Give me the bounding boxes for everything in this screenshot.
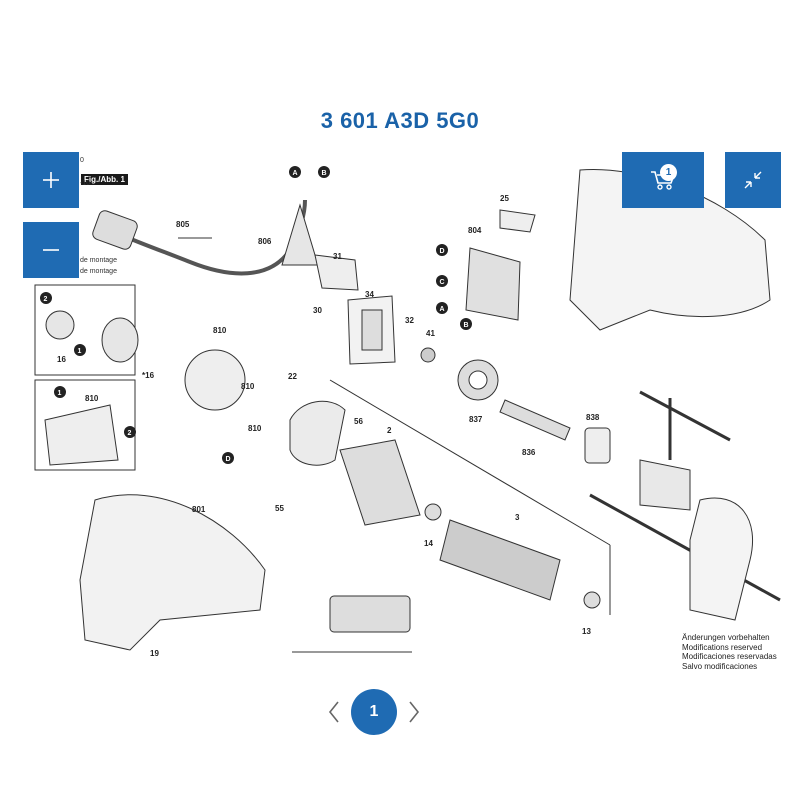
part-number: 32: [405, 316, 414, 325]
part-number: 31: [333, 252, 342, 261]
callout-letter: 2: [44, 296, 48, 303]
callout-letter: 2: [128, 430, 132, 437]
part-number: 19: [150, 649, 159, 658]
zoom-in-button[interactable]: [23, 152, 79, 208]
part-number: 810: [85, 394, 99, 403]
page-number-button[interactable]: 1: [351, 689, 397, 735]
part-number: 806: [258, 237, 272, 246]
part-number: 13: [582, 627, 591, 636]
collapse-icon: [744, 171, 762, 189]
previous-page-button[interactable]: [324, 698, 344, 726]
part-number: 55: [275, 504, 284, 513]
part-number: 30: [313, 306, 322, 315]
callout-letter: B: [322, 170, 327, 177]
callout-letter: A: [293, 170, 298, 177]
part-number: 56: [354, 417, 363, 426]
zoom-out-button[interactable]: [23, 222, 79, 278]
clipped-text: de montage: [80, 257, 117, 264]
part-number: 805: [176, 220, 190, 229]
modifications-note: Änderungen vorbehalten Modifications res…: [682, 633, 777, 671]
note-line: Änderungen vorbehalten: [682, 633, 770, 642]
part-number: 810: [248, 424, 262, 433]
part-number: *16: [142, 371, 155, 380]
chevron-left-icon: [328, 701, 339, 723]
part-number: 810: [213, 326, 227, 335]
pagination: 1: [0, 688, 800, 736]
callout-letter: D: [440, 248, 445, 255]
page-title: 3 601 A3D 5G0: [320, 108, 480, 133]
plus-icon: [43, 172, 59, 188]
part-number: 838: [586, 413, 600, 422]
collapse-view-button[interactable]: [725, 152, 781, 208]
add-to-cart-button[interactable]: 1: [622, 152, 704, 208]
clipped-text: 0: [80, 157, 84, 164]
callout-letter: 1: [78, 348, 82, 355]
minus-icon: [43, 249, 59, 251]
clipped-text: de montage: [80, 268, 117, 275]
part-number: 25: [500, 194, 509, 203]
note-line: Salvo modificaciones: [682, 661, 758, 671]
next-page-button[interactable]: [404, 698, 424, 726]
part-number: 837: [469, 415, 483, 424]
part-number: 34: [365, 290, 374, 299]
cart-count-badge: 1: [660, 164, 677, 181]
part-number: 16: [57, 355, 66, 364]
clipped-text: -10: [80, 180, 91, 187]
part-number: 836: [522, 448, 536, 457]
part-number: 22: [288, 372, 297, 381]
callout-letter: 1: [58, 390, 62, 397]
part-number: 3: [515, 513, 520, 522]
callout-letter: D: [226, 456, 231, 463]
part-number: 2: [387, 426, 392, 435]
chevron-right-icon: [409, 701, 420, 723]
part-number: 801: [192, 505, 206, 514]
callout-letter: A: [440, 306, 445, 313]
figure-label: Fig./Abb. 1: [81, 174, 128, 185]
note-line: Modifications reserved: [682, 642, 763, 652]
part-number: 810: [241, 382, 255, 391]
part-number: 14: [424, 539, 433, 548]
part-number: 804: [468, 226, 482, 235]
callout-letter: C: [440, 279, 445, 286]
part-number: 41: [426, 329, 435, 338]
callout-letter: B: [464, 322, 469, 329]
note-line: Modificaciones reservadas: [682, 652, 777, 661]
